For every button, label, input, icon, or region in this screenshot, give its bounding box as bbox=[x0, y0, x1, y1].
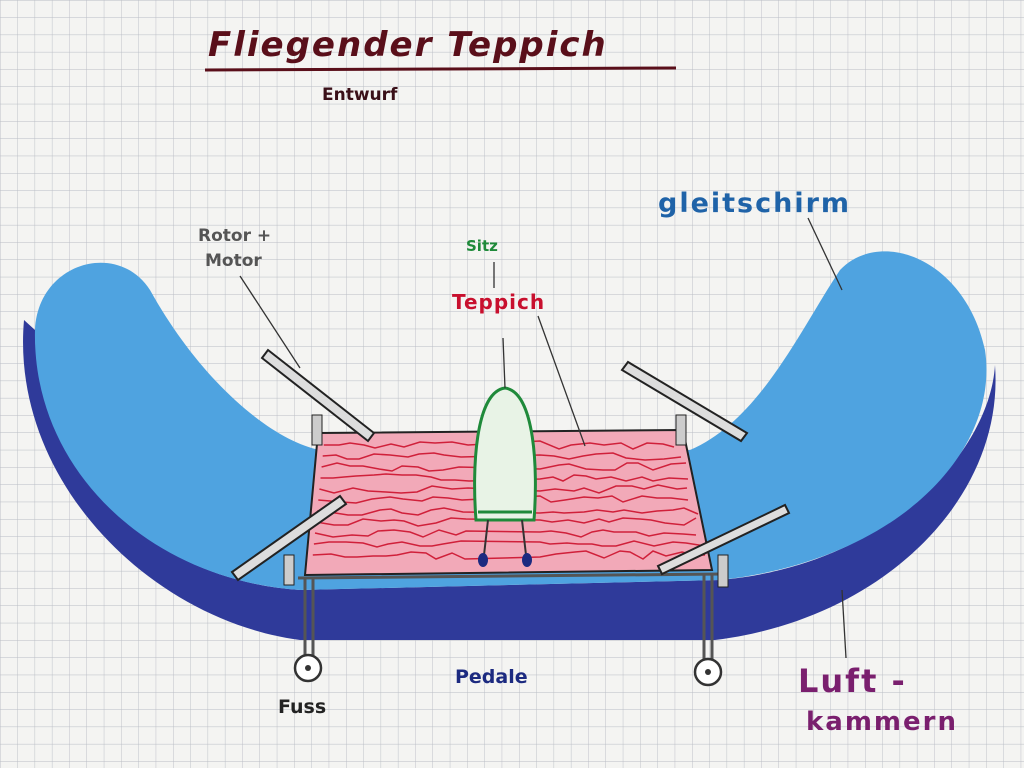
rotor-blade bbox=[260, 348, 376, 443]
label-luft: Luft - bbox=[798, 662, 907, 700]
rotor-blade bbox=[620, 360, 749, 443]
label-pedale: Pedale bbox=[455, 666, 528, 688]
carpet-squiggle bbox=[313, 540, 706, 548]
carpet-squiggle bbox=[315, 517, 697, 527]
rotor-blade bbox=[230, 494, 348, 582]
label-kammern: kammern bbox=[806, 707, 958, 737]
label-gleitschirm: gleitschirm bbox=[658, 188, 851, 219]
carpet-squiggle bbox=[323, 440, 675, 450]
label-teppich: Teppich bbox=[452, 290, 545, 314]
title-underline bbox=[204, 66, 677, 72]
label-fuss: Fuss bbox=[278, 696, 326, 718]
paraglider bbox=[34, 251, 987, 590]
motor bbox=[311, 414, 323, 446]
pedal-arms bbox=[483, 519, 527, 556]
carpet-squiggle bbox=[317, 507, 699, 516]
label-rotor: Rotor + bbox=[198, 226, 271, 246]
carpet-squiggle bbox=[319, 484, 688, 494]
label-sitz: Sitz bbox=[466, 237, 498, 255]
rotors bbox=[230, 348, 791, 588]
leader-lines bbox=[239, 217, 847, 659]
carpet-squiggle bbox=[312, 550, 705, 560]
motor bbox=[717, 554, 729, 588]
subtitle: Entwurf bbox=[322, 85, 398, 105]
carpet-squiggle bbox=[314, 529, 697, 538]
carpet-squiggle bbox=[322, 452, 682, 461]
title: Fliegender Teppich bbox=[208, 25, 608, 65]
frame bbox=[297, 572, 723, 660]
motor bbox=[283, 554, 295, 586]
pedal bbox=[478, 553, 488, 567]
seat bbox=[473, 386, 537, 522]
label-motor: Motor bbox=[205, 251, 262, 271]
pedal bbox=[522, 553, 532, 567]
wheel-hub bbox=[705, 669, 711, 675]
wheel-hub bbox=[305, 665, 311, 671]
rotor-blade bbox=[656, 503, 791, 576]
motor bbox=[675, 414, 687, 446]
